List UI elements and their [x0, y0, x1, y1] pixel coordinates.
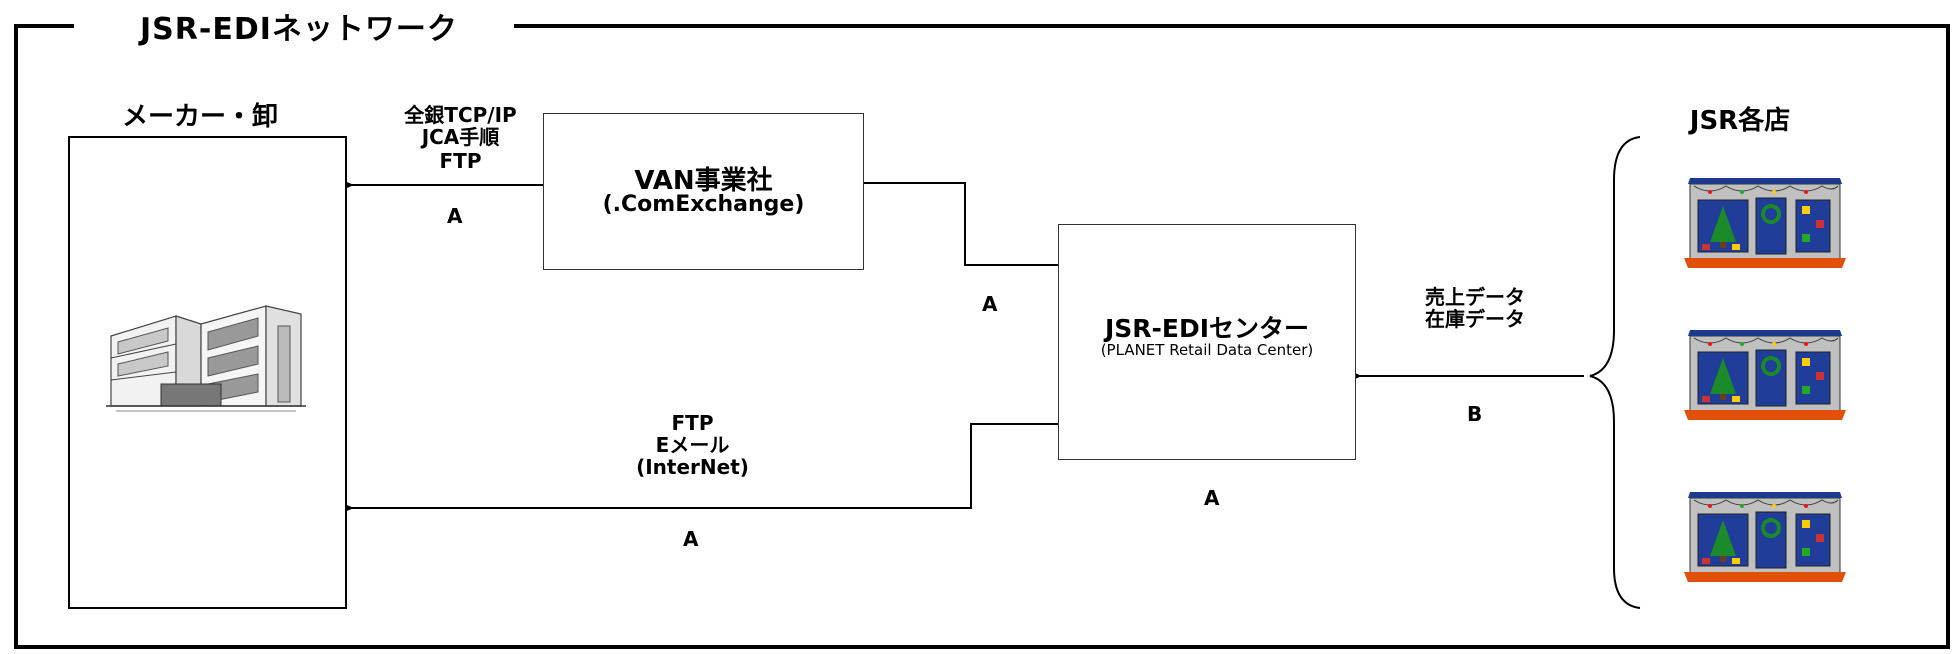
grade-label: A [683, 527, 699, 551]
stores-to-center-data: 売上データ 在庫データ [1390, 286, 1560, 330]
office-building-icon [106, 305, 306, 412]
protocol-line: 全銀TCP/IP [404, 103, 517, 127]
data-type-line: 在庫データ [1425, 307, 1525, 331]
stores-heading: JSR各店 [1689, 106, 1791, 136]
frame-title: JSR-EDIネットワーク [140, 12, 458, 47]
protocol-line: JCA手順 [421, 125, 500, 149]
protocol-line: Eメール [655, 433, 730, 457]
protocol-line: FTP [671, 411, 714, 435]
grade-label: A [982, 292, 998, 316]
storefront-icon [1684, 330, 1846, 420]
center-subtitle: (PLANET Retail Data Center) [1100, 341, 1314, 359]
grade-label: A [447, 204, 463, 228]
grade-label: B [1467, 402, 1483, 426]
protocol-line: (InterNet) [636, 455, 749, 479]
frame-title-gap [74, 0, 514, 48]
line-van-to-center [864, 182, 1058, 266]
protocol-line: FTP [439, 149, 482, 173]
grade-label: A [1204, 486, 1220, 510]
network-frame [14, 24, 1950, 649]
van-subtitle: (.ComExchange) [602, 192, 805, 217]
van-to-maker-protocols: 全銀TCP/IP JCA手順 FTP [378, 104, 543, 172]
arrow-center-to-maker [340, 423, 1058, 514]
storefront-icon [1684, 178, 1846, 268]
van-box: VAN事業社 (.ComExchange) [543, 113, 864, 270]
center-title: JSR-EDIセンター [1104, 314, 1310, 343]
van-title: VAN事業社 [634, 166, 773, 196]
storefront-icon [1684, 492, 1846, 582]
maker-box [68, 136, 347, 609]
maker-heading: メーカー・卸 [121, 102, 278, 132]
stores-brace [1589, 136, 1641, 609]
center-box: JSR-EDIセンター (PLANET Retail Data Center) [1058, 224, 1356, 460]
data-type-line: 売上データ [1425, 285, 1525, 309]
center-to-maker-protocols: FTP Eメール (InterNet) [610, 412, 775, 478]
